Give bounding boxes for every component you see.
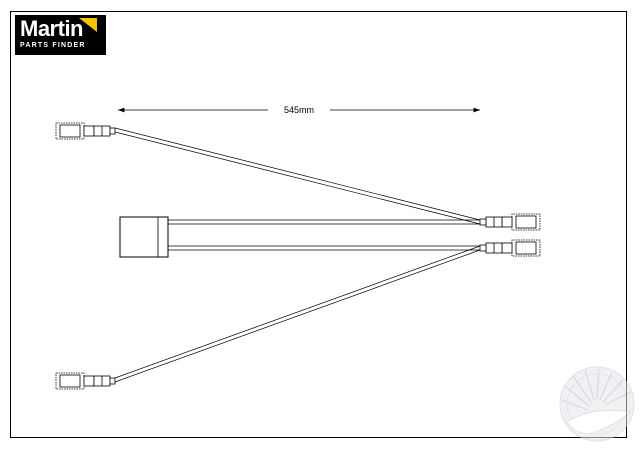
- martin-globe-watermark-icon: [559, 366, 635, 442]
- drawing-frame: [10, 11, 627, 438]
- wire-bottom-b: [114, 249, 481, 383]
- martin-parts-finder-logo: Martin PARTS FINDER: [15, 15, 106, 55]
- wire-top-b: [114, 131, 481, 225]
- wire-top-a: [114, 127, 481, 221]
- logo-subtitle-text: PARTS FINDER: [20, 42, 86, 49]
- dimension-indicator: 545mm: [118, 105, 480, 115]
- plug-top-left: [55, 122, 116, 140]
- plug-right-lower: [479, 239, 541, 257]
- logo-flag-icon: [79, 18, 97, 32]
- logo-brand-text: Martin: [20, 16, 84, 41]
- wire-bottom-a: [114, 245, 481, 379]
- plug-right-upper: [479, 213, 541, 231]
- main-connector: [119, 216, 169, 258]
- wires: [114, 127, 481, 383]
- plug-bottom-left: [55, 372, 116, 390]
- dimension-label: 545mm: [284, 105, 314, 115]
